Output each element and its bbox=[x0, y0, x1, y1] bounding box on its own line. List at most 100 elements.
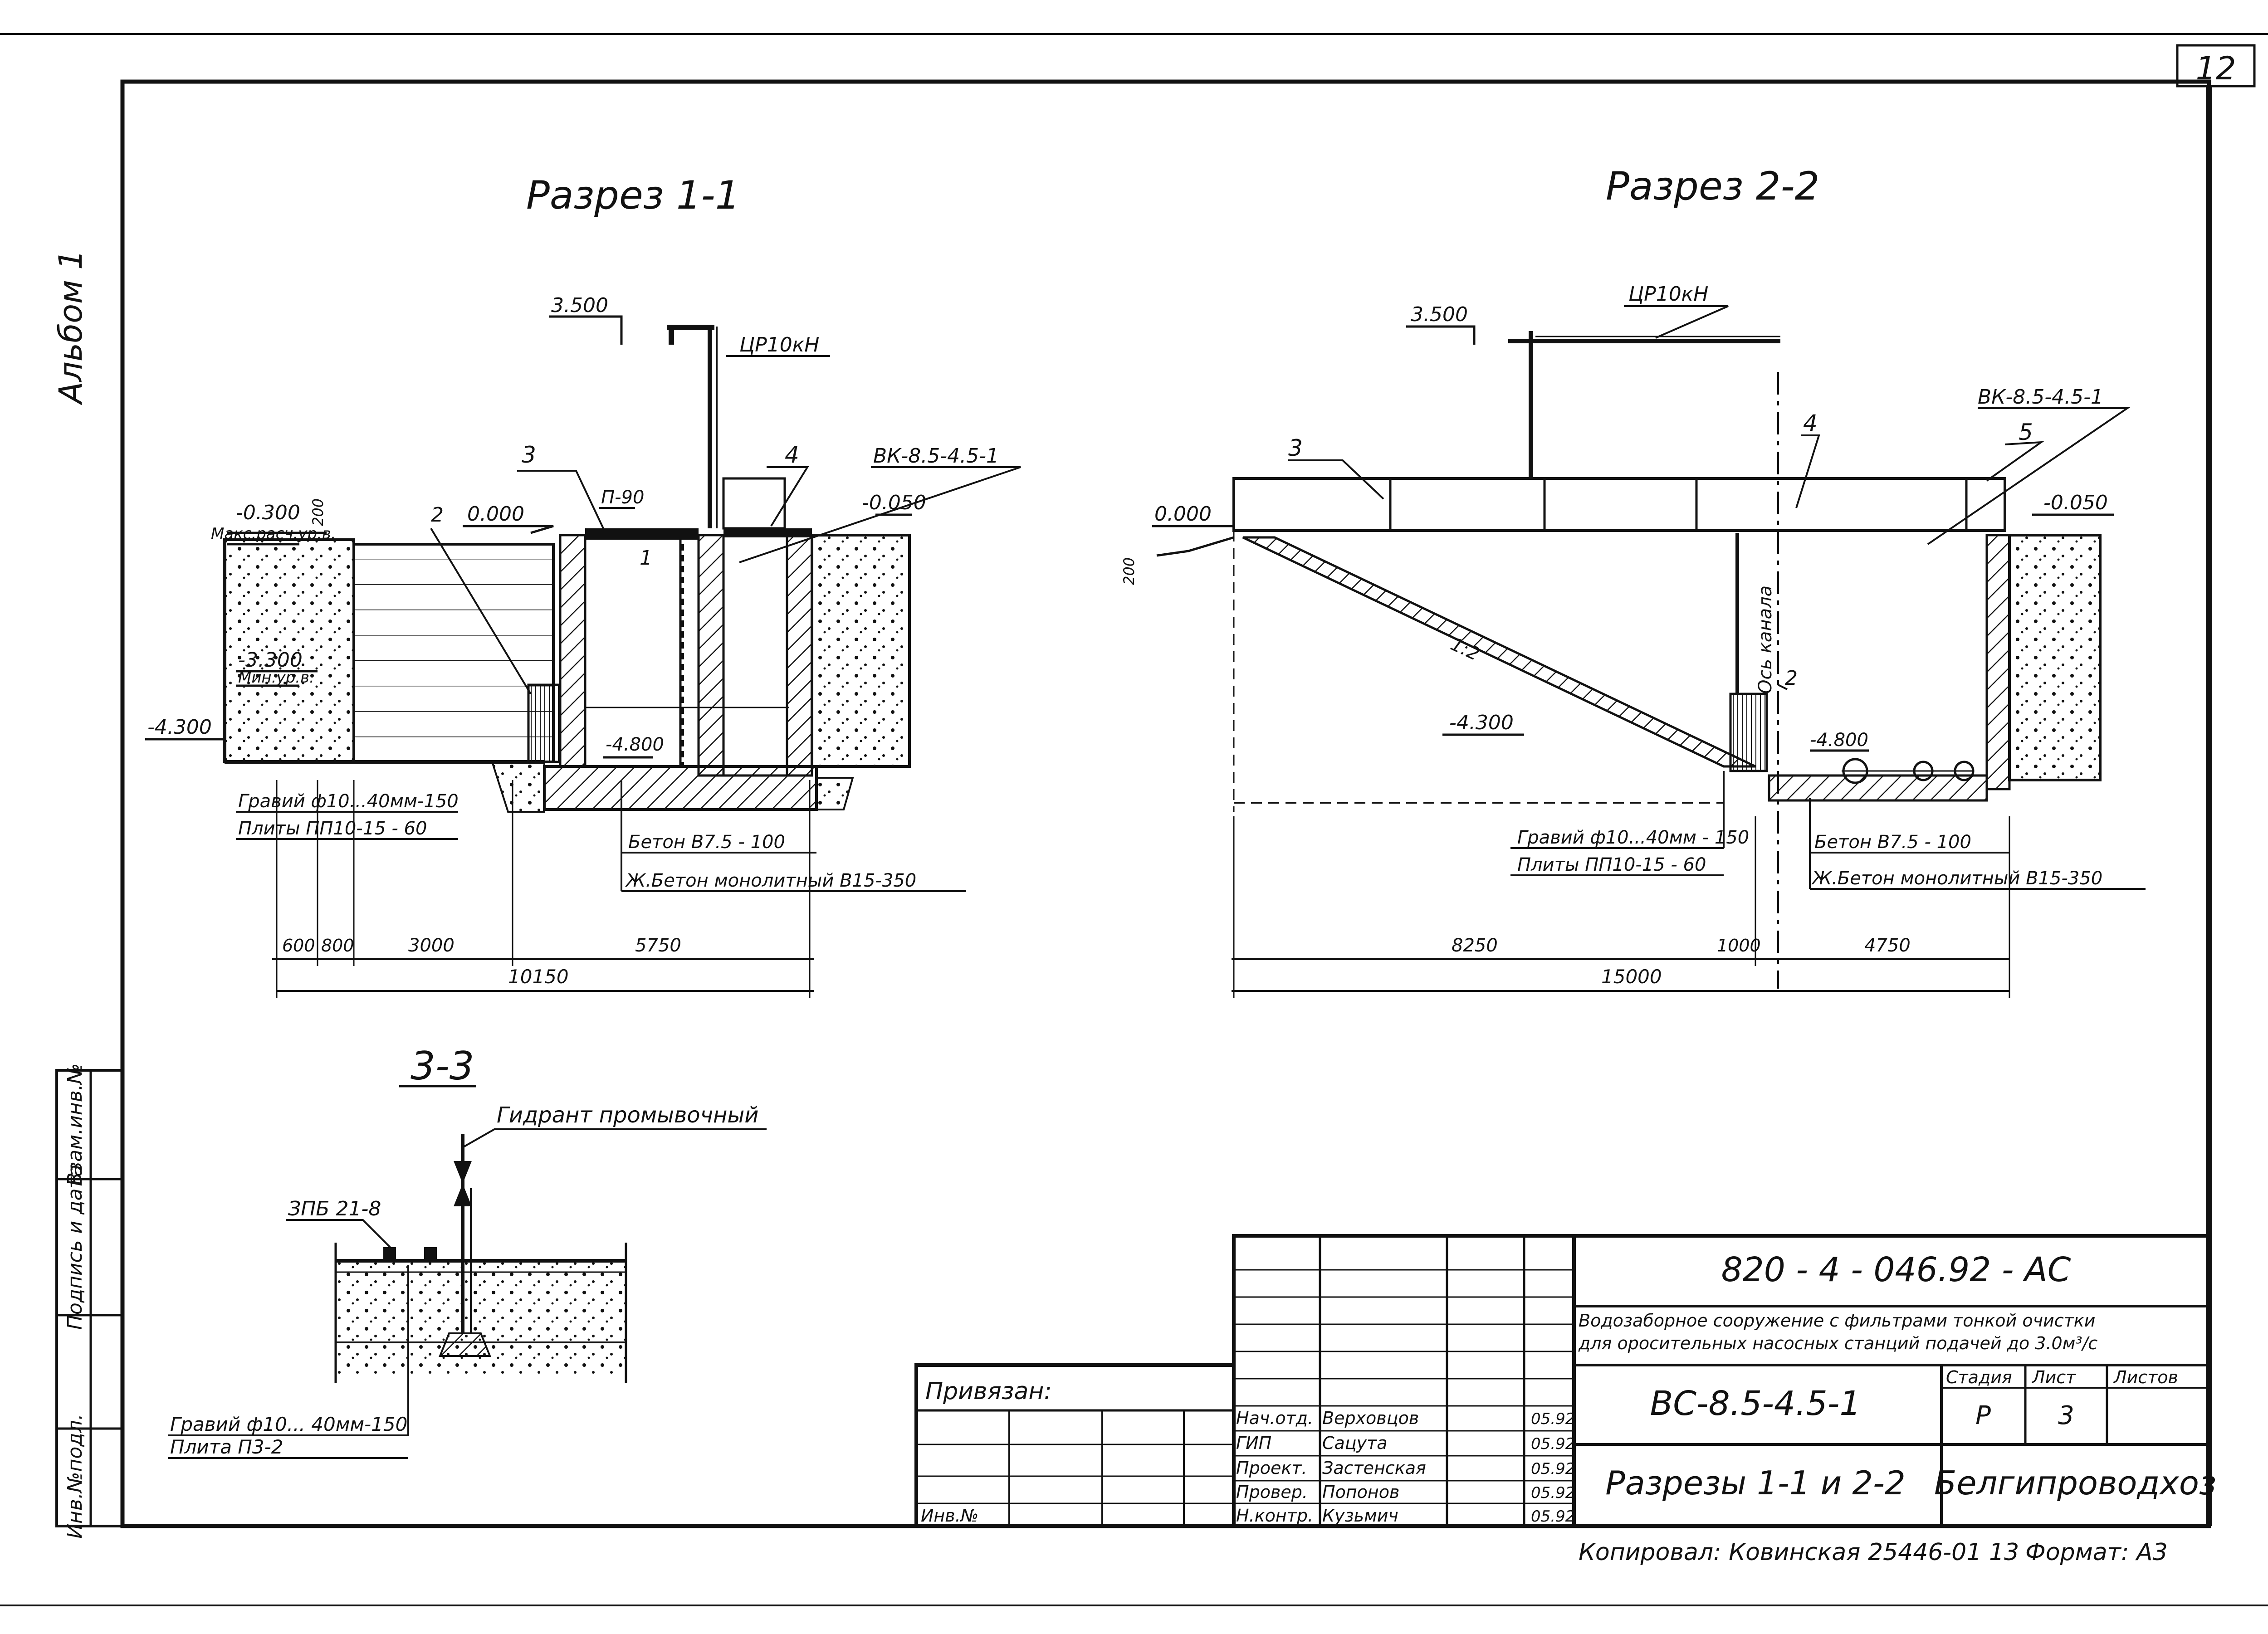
s1-callout-4: 4 bbox=[785, 442, 799, 468]
inv-label: Инв.№ bbox=[921, 1506, 978, 1526]
doc-description-1: Водозаборное сооружение с фильтрами тонк… bbox=[1579, 1311, 2095, 1331]
s2-gravel: Гравий ф10...40мм - 150 bbox=[1517, 827, 1749, 848]
wall-right bbox=[786, 534, 813, 777]
stamp-replace-inv: Взам.инв.№ bbox=[64, 1063, 87, 1186]
s1-pipe-label: ЦР10кН bbox=[739, 333, 819, 356]
s2-dim-total: 15000 bbox=[1601, 966, 1662, 988]
name-checker: Попонов bbox=[1322, 1482, 1399, 1502]
sheet-header: Лист bbox=[2031, 1367, 2077, 1387]
s1-elev-0050: -0.050 bbox=[862, 491, 926, 514]
s2-axis: Ось канала bbox=[1755, 585, 1776, 694]
s2-elev-0050: -0.050 bbox=[2043, 491, 2108, 514]
role-designer: Проект. bbox=[1236, 1458, 1307, 1478]
s3-gravel: Гравий ф10... 40мм-150 bbox=[170, 1413, 407, 1435]
album-label: Альбом 1 bbox=[52, 249, 89, 405]
s1-dim-5750: 5750 bbox=[635, 935, 681, 956]
date-norm-control: 05.92 bbox=[1531, 1507, 1575, 1526]
s1-dim-600: 600 bbox=[282, 936, 315, 956]
s2-soil-right bbox=[2008, 534, 2102, 781]
s1-dim-total: 10150 bbox=[508, 966, 569, 988]
screen bbox=[527, 683, 562, 763]
s2-wall-right bbox=[1985, 534, 2011, 790]
s1-gravel: Гравий ф10...40мм-150 bbox=[238, 791, 459, 812]
s2-elev-4800: -4.800 bbox=[1810, 730, 1868, 751]
doc-mark: ВС-8.5-4.5-1 bbox=[1650, 1384, 1861, 1423]
section-2-2-title: Разрез 2-2 bbox=[1606, 164, 1819, 209]
s1-callout-1: 1 bbox=[640, 546, 652, 570]
sheet-number: 12 bbox=[2195, 50, 2236, 87]
name-designer: Застенская bbox=[1322, 1458, 1426, 1478]
s2-elev-top: 3.500 bbox=[1411, 303, 1468, 326]
s2-elev-0000: 0.000 bbox=[1154, 502, 1212, 526]
s1-vk-label: ВК-8.5-4.5-1 bbox=[873, 444, 999, 468]
side-stamp bbox=[55, 1069, 124, 1527]
s1-elev-0300: -0.300 bbox=[236, 501, 300, 524]
s1-min-level: Мин.ур.в. bbox=[238, 668, 314, 687]
stamp-inv-orig: Инв.№подл. bbox=[64, 1414, 87, 1539]
role-gip: ГИП bbox=[1236, 1433, 1271, 1453]
wall-left bbox=[559, 534, 587, 768]
s2-callout-2: 2 bbox=[1785, 667, 1798, 690]
doc-code: 820 - 4 - 046.92 - АС bbox=[1721, 1250, 2071, 1289]
footer-number: 13 bbox=[1989, 1539, 2019, 1566]
role-head-dept: Нач.отд. bbox=[1236, 1408, 1313, 1428]
s1-max-level: Макс.расч.ур.в. bbox=[211, 525, 336, 543]
s1-dim-800: 800 bbox=[321, 936, 354, 956]
s2-dim-4750: 4750 bbox=[1864, 935, 1911, 956]
sheet-value: 3 bbox=[2058, 1401, 2074, 1430]
s1-callout-2: 2 bbox=[431, 503, 444, 527]
s2-slabs: Плиты ПП10-15 - 60 bbox=[1517, 854, 1706, 875]
s3-slab: Плита П3-2 bbox=[170, 1436, 283, 1458]
s1-dim-200: 200 bbox=[309, 498, 327, 526]
stage-value: Р bbox=[1975, 1401, 1991, 1430]
s2-callout-3: 3 bbox=[1288, 435, 1303, 461]
section-1-1-title: Разрез 1-1 bbox=[526, 173, 740, 218]
s2-callout-4: 4 bbox=[1803, 410, 1818, 436]
sheets-header: Листов bbox=[2113, 1367, 2178, 1387]
section-3-3 bbox=[168, 1085, 767, 1459]
stage-header: Стадия bbox=[1946, 1367, 2012, 1387]
s2-pipe-label: ЦР10кН bbox=[1628, 283, 1708, 306]
filter-block bbox=[352, 543, 555, 763]
footer-copied: Копировал: Ковинская 25446-01 bbox=[1579, 1539, 1981, 1566]
stamp-signature-date: Подпись и дата bbox=[64, 1165, 87, 1330]
role-checker: Провер. bbox=[1236, 1482, 1308, 1502]
footer-format: Формат: А3 bbox=[2025, 1539, 2168, 1566]
s2-screen bbox=[1729, 693, 1768, 772]
top-slabs bbox=[1232, 477, 2006, 532]
section-2-2 bbox=[1152, 305, 2146, 998]
s2-bottom-slab bbox=[1768, 774, 1988, 802]
wall-mid bbox=[697, 534, 725, 777]
s1-elev-4300: -4.300 bbox=[147, 716, 212, 739]
bound-label: Привязан: bbox=[925, 1378, 1052, 1405]
section-1-1 bbox=[145, 315, 1021, 998]
date-gip: 05.92 bbox=[1531, 1435, 1575, 1453]
date-designer: 05.92 bbox=[1531, 1460, 1575, 1478]
s3-hydrant: Гидрант промывочный bbox=[497, 1102, 758, 1128]
s1-elev-0000: 0.000 bbox=[467, 502, 524, 526]
s2-concrete: Бетон В7.5 - 100 bbox=[1814, 832, 1971, 853]
s2-rc-concrete: Ж.Бетон монолитный В15-350 bbox=[1811, 868, 2102, 889]
doc-description-2: для оросительных насосных станций подаче… bbox=[1578, 1333, 2097, 1353]
s1-elev-4800: -4.800 bbox=[606, 734, 664, 755]
role-norm-control: Н.контр. bbox=[1236, 1506, 1313, 1526]
s1-dim-3000: 3000 bbox=[408, 935, 455, 956]
s2-dim-200: 200 bbox=[1120, 557, 1138, 585]
s2-dim-8250: 8250 bbox=[1452, 935, 1498, 956]
doc-sheet-title: Разрезы 1-1 и 2-2 bbox=[1605, 1464, 1906, 1502]
s1-slabs: Плиты ПП10-15 - 60 bbox=[238, 818, 427, 839]
date-checker: 05.92 bbox=[1531, 1484, 1575, 1502]
soil-fill-right bbox=[811, 534, 911, 768]
s1-concrete: Бетон В7.5 - 100 bbox=[628, 832, 785, 853]
s1-p90: П-90 bbox=[601, 487, 644, 508]
date-head-dept: 05.92 bbox=[1531, 1410, 1575, 1428]
s3-zpb: ЗПБ 21-8 bbox=[288, 1197, 381, 1220]
s1-callout-3: 3 bbox=[522, 442, 536, 468]
name-gip: Сацута bbox=[1322, 1433, 1388, 1453]
s2-vk-label: ВК-8.5-4.5-1 bbox=[1978, 385, 2103, 409]
s2-elev-4300: -4.300 bbox=[1449, 711, 1514, 734]
name-norm-control: Кузьмич bbox=[1322, 1506, 1398, 1526]
name-head-dept: Верховцов bbox=[1322, 1408, 1419, 1428]
s1-elev-top: 3.500 bbox=[551, 294, 608, 317]
